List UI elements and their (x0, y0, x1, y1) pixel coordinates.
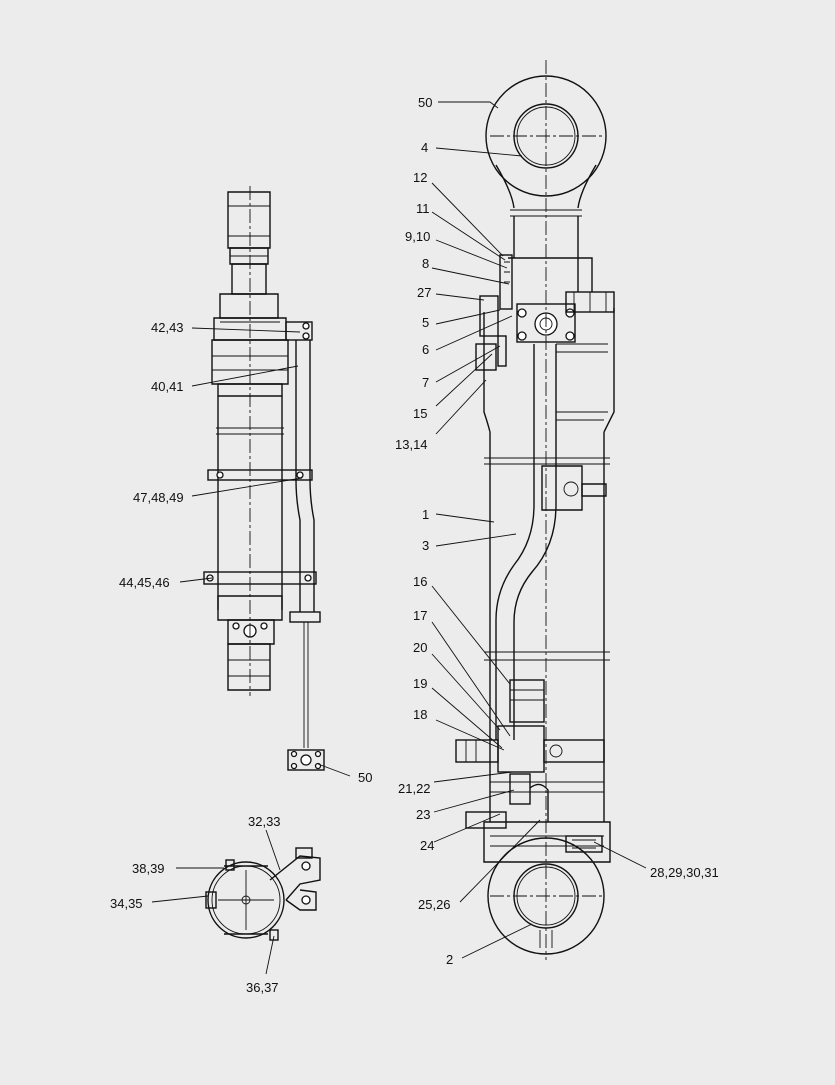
callout-36-37: 36,37 (246, 980, 279, 995)
callout-15: 15 (413, 406, 427, 421)
callout-23: 23 (416, 807, 430, 822)
callout-1: 1 (422, 507, 429, 522)
callout-9-10: 9,10 (405, 229, 430, 244)
callout-50-bottom: 50 (358, 770, 372, 785)
callout-3: 3 (422, 538, 429, 553)
callout-17: 17 (413, 608, 427, 623)
callout-7: 7 (422, 375, 429, 390)
callout-8: 8 (422, 256, 429, 271)
callout-24: 24 (420, 838, 434, 853)
callout-27: 27 (417, 285, 431, 300)
top-eye-outer (485, 75, 607, 197)
callout-11: 11 (416, 201, 430, 216)
callout-4: 4 (421, 140, 428, 155)
callout-labels: 50 4 12 11 9,10 8 27 5 6 7 15 13,14 1 3 … (110, 95, 719, 995)
callout-47-49: 47,48,49 (133, 490, 184, 505)
side-cylinder-view (203, 186, 325, 771)
callout-25-26: 25,26 (418, 897, 451, 912)
main-cylinder-view (455, 60, 615, 960)
callout-6: 6 (422, 342, 429, 357)
callout-19: 19 (413, 676, 427, 691)
callout-44-46: 44,45,46 (119, 575, 170, 590)
leader-lines (151, 101, 647, 975)
callout-40-41: 40,41 (151, 379, 184, 394)
end-view (205, 847, 321, 941)
callout-2: 2 (446, 952, 453, 967)
callout-18: 18 (413, 707, 427, 722)
callout-21-22: 21,22 (398, 781, 431, 796)
callout-50-top: 50 (418, 95, 432, 110)
barrel (489, 432, 605, 822)
callout-42-43: 42,43 (151, 320, 184, 335)
callout-34-35: 34,35 (110, 896, 143, 911)
callout-16: 16 (413, 574, 427, 589)
callout-20: 20 (413, 640, 427, 655)
callout-28-31: 28,29,30,31 (650, 865, 719, 880)
callout-38-39: 38,39 (132, 861, 165, 876)
callout-12: 12 (413, 170, 427, 185)
callout-32-33: 32,33 (248, 814, 281, 829)
callout-13-14: 13,14 (395, 437, 428, 452)
callout-5: 5 (422, 315, 429, 330)
